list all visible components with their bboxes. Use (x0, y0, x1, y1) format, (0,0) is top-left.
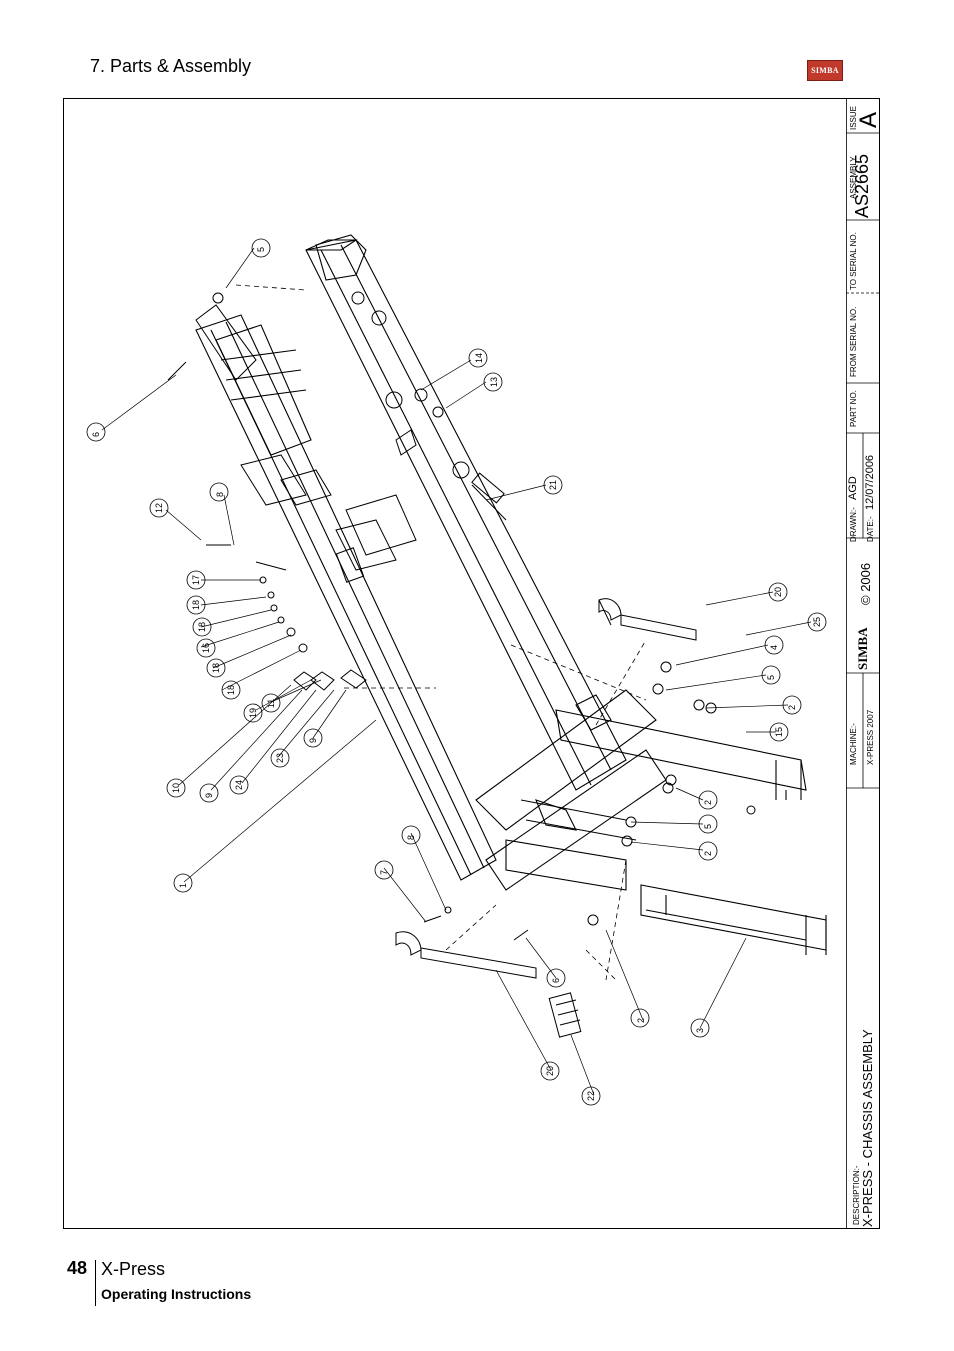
callout-15: 15 (774, 726, 784, 737)
drawn-label: DRAWN:- (849, 507, 858, 542)
callout-3: 3 (695, 1027, 705, 1033)
machine-label: MACHINE:- (849, 723, 858, 765)
callout-8: 8 (215, 491, 225, 497)
chassis-exploded-drawing (66, 100, 846, 1226)
rear-frame (475, 689, 667, 891)
callout-8b: 8 (406, 834, 416, 840)
callout-14: 14 (474, 352, 484, 363)
title-block-logo: SIMBA (855, 627, 870, 670)
footer-divider (95, 1260, 96, 1306)
page-number: 48 (67, 1258, 88, 1278)
callout-20b: 20 (545, 1065, 555, 1076)
callout-6: 6 (91, 431, 101, 437)
weight-stack (548, 992, 582, 1038)
callout-4: 4 (769, 644, 779, 650)
main-beam (305, 234, 627, 791)
callout-9b: 9 (308, 737, 318, 743)
part-no-label: PART NO. (849, 390, 858, 427)
callout-13: 13 (489, 376, 499, 387)
callout-6b: 6 (551, 977, 561, 983)
callout-5c: 5 (703, 823, 713, 829)
callout-22: 22 (586, 1090, 596, 1101)
callout-18d: 18 (226, 684, 236, 695)
to-serial-label: TO SERIAL NO. (849, 232, 858, 290)
callout-2d: 2 (636, 1017, 646, 1023)
front-plates (195, 291, 470, 506)
callout-10: 10 (171, 782, 181, 793)
machine-value: X-PRESS 2007 (866, 709, 875, 765)
leader-lines (101, 247, 812, 1096)
callout-5b: 5 (766, 674, 776, 680)
callout-19: 19 (248, 707, 258, 718)
date-label: DATE:- (866, 516, 875, 542)
callout-5: 5 (256, 246, 266, 252)
drawing-frame (63, 98, 880, 1229)
from-serial-label: FROM SERIAL NO. (849, 306, 858, 377)
assembly-value: AS2665 (852, 153, 872, 218)
callout-24: 24 (234, 779, 244, 790)
callout-21: 21 (548, 479, 558, 490)
simba-logo: SIMBA (807, 60, 843, 81)
callout-18b: 18 (197, 621, 207, 632)
left-rail (195, 314, 497, 881)
callout-circles (86, 238, 827, 1106)
section-title: 7. Parts & Assembly (90, 56, 252, 76)
wrench-top (598, 598, 697, 641)
rear-legs (555, 709, 827, 955)
callout-12: 12 (154, 502, 164, 513)
callout-2a: 2 (787, 704, 797, 710)
drawn-value: AGD (847, 476, 859, 500)
copyright: © 2006 (858, 562, 873, 605)
wrench-bottom (395, 931, 537, 979)
callout-7: 7 (379, 869, 389, 875)
callout-2c: 2 (703, 850, 713, 856)
callout-9a: 9 (204, 792, 214, 798)
callout-18a: 18 (191, 599, 201, 610)
callout-17: 17 (191, 574, 201, 585)
small-parts (167, 292, 756, 941)
product-name: X-Press (101, 1259, 166, 1279)
callout-2b: 2 (703, 799, 713, 805)
callout-11: 11 (266, 698, 276, 708)
callout-23: 23 (275, 752, 285, 763)
date-value: 12/07/2006 (864, 454, 876, 510)
manual-subtitle: Operating Instructions (101, 1286, 252, 1302)
callout-25: 25 (812, 616, 822, 627)
assembly-lines (235, 284, 647, 981)
callout-16: 16 (201, 642, 211, 653)
issue-value: A (855, 111, 882, 128)
callout-18c: 18 (211, 662, 221, 673)
callout-1: 1 (178, 882, 188, 888)
description-value: X-PRESS - CHASSIS ASSEMBLY (860, 1029, 875, 1227)
cross-member (335, 494, 417, 583)
callout-20a: 20 (773, 586, 783, 597)
